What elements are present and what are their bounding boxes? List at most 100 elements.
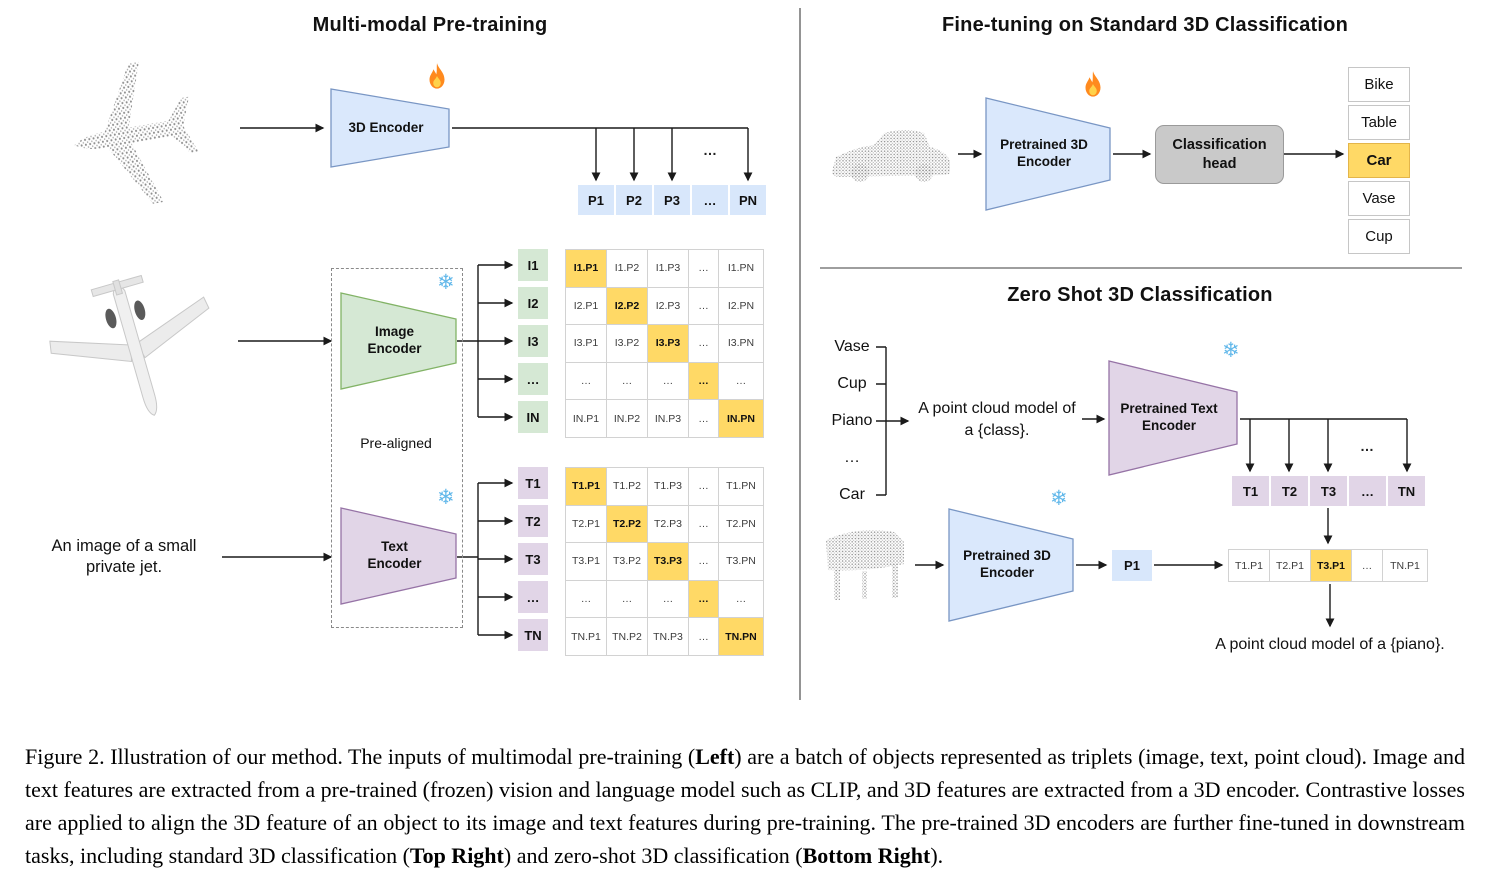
matrix-cell: … (566, 580, 607, 619)
image-feature-cell: I2 (518, 287, 548, 319)
matrix-cell: … (648, 362, 689, 401)
text-feature-cell: T1 (518, 467, 548, 499)
class-cell: Table (1348, 105, 1410, 140)
class-word: Cup (837, 375, 867, 392)
matrix-cell: T1.P2 (607, 468, 648, 506)
matrix-cell: … (719, 580, 764, 619)
matrix-cell: IN.P1 (566, 400, 607, 438)
encoder-shape (985, 97, 1111, 211)
matrix-cell: … (689, 325, 719, 363)
matrix-cell: IN.P2 (607, 400, 648, 438)
pretrained-3d-encoder-block: Pretrained 3D Encoder (948, 508, 1074, 622)
caption-segment: ). (930, 843, 944, 868)
class-cell: Cup (1348, 219, 1410, 254)
matrix-cell: TN.PN (719, 618, 764, 656)
result-cell: TN.P1 (1390, 559, 1420, 572)
matrix-cell: T3.PN (719, 543, 764, 581)
caption-bold-segment: Bottom Right (802, 843, 931, 868)
image-encoder-block: Image Encoder (340, 292, 457, 390)
matrix-cell: … (689, 250, 719, 288)
p-feature-cell: P3 (654, 185, 690, 215)
fire-icon (1085, 71, 1101, 97)
connector-ellipsis: … (703, 142, 717, 158)
matrix-cell: … (607, 580, 648, 619)
class-word: … (844, 449, 860, 466)
matrix-cell: I2.P3 (648, 287, 689, 326)
finetune-title: Fine-tuning on Standard 3D Classificatio… (941, 14, 1348, 36)
3d-encoder-label: 3D Encoder (348, 119, 424, 135)
text-feature-cell: T2 (1271, 476, 1308, 506)
snowflake-icon: ❄ (1050, 487, 1068, 510)
matrix-cell: … (689, 505, 719, 544)
pretrained-text-encoder-block: Pretrained Text Encoder (1108, 360, 1238, 476)
figure-caption: Figure 2. Illustration of our method. Th… (25, 740, 1465, 872)
class-cell: Car (1348, 143, 1410, 178)
matrix-cell: I3.P3 (648, 325, 689, 363)
matrix-cell: I2.PN (719, 287, 764, 326)
connector-ellipsis: … (1360, 438, 1374, 454)
matrix-cell: T2.P3 (648, 505, 689, 544)
result-cell: T2.P1 (1270, 550, 1311, 581)
encoder-shape (1108, 360, 1238, 476)
matrix-cell: T3.P3 (648, 543, 689, 581)
classification-head-block: Classification head (1155, 125, 1284, 184)
matrix-cell: T2.P1 (566, 505, 607, 544)
pretrained-3d-encoder-block: Pretrained 3D Encoder (985, 97, 1111, 211)
encoder-shape (948, 508, 1074, 622)
prealigned-box (331, 268, 463, 628)
class-word: Vase (834, 338, 870, 355)
result-cell: T3.P1 (1311, 550, 1352, 581)
result-cell: T1.P1 (1229, 550, 1270, 581)
matrix-cell: … (689, 543, 719, 581)
matrix-cell: T1.P1 (566, 468, 607, 506)
matrix-cell: I3.PN (719, 325, 764, 363)
text-feature-cell: … (518, 581, 548, 613)
prealigned-label: Pre-aligned (360, 435, 432, 451)
car-point-cloud (832, 130, 950, 182)
caption-bold-segment: Left (695, 744, 735, 769)
matrix-cell: I3.P2 (607, 325, 648, 363)
matrix-cell: IN.PN (719, 400, 764, 438)
caption-segment: ) are a batch of objects represented as … (25, 744, 1465, 868)
image-feature-cell: IN (518, 401, 548, 433)
text-feature-cell: T3 (518, 543, 548, 575)
prompt-template-text: A point cloud model of a {class}. (918, 400, 1076, 439)
matrix-cell: … (689, 580, 719, 619)
fire-icon (429, 63, 445, 89)
p-feature-cell: … (692, 185, 728, 215)
result-cell: … (1352, 550, 1383, 581)
matrix-cell: TN.P2 (607, 618, 648, 656)
snowflake-icon: ❄ (437, 486, 455, 509)
encoder-shape (340, 292, 457, 390)
matrix-cell: … (689, 400, 719, 438)
matrix-cell: … (689, 618, 719, 656)
matrix-cell: T3.P2 (607, 543, 648, 581)
matrix-cell: I1.P2 (607, 250, 648, 288)
class-cell: Bike (1348, 67, 1410, 102)
zeroshot-title: Zero Shot 3D Classification (1007, 284, 1273, 306)
text-encoder-label: Text Encoder (367, 539, 422, 571)
pretrained-3d-encoder-label: Pretrained 3D Encoder (1000, 137, 1088, 169)
caption-segment: Figure 2. Illustration of our method. Th… (25, 744, 696, 769)
matrix-cell: … (607, 362, 648, 401)
class-word: Piano (831, 412, 873, 429)
encoder-shape (340, 507, 457, 605)
pretrained-3d-encoder-label: Pretrained 3D Encoder (963, 548, 1051, 580)
caption-segment: ) and zero-shot 3D classification ( (503, 843, 803, 868)
matrix-cell: T1.P3 (648, 468, 689, 506)
piano-point-cloud (826, 530, 904, 600)
airplane-point-cloud (74, 61, 199, 204)
caption-bold-segment: Top Right (409, 843, 504, 868)
matrix-cell: … (566, 362, 607, 401)
input-text-caption: An image of a small private jet. (51, 537, 197, 577)
p-feature-cell: PN (730, 185, 766, 215)
text-feature-cell: TN (1388, 476, 1425, 506)
matrix-cell: I1.P3 (648, 250, 689, 288)
snowflake-icon: ❄ (1222, 339, 1240, 362)
image-feature-cell: … (518, 363, 548, 395)
p-feature-cell: P1 (578, 185, 614, 215)
